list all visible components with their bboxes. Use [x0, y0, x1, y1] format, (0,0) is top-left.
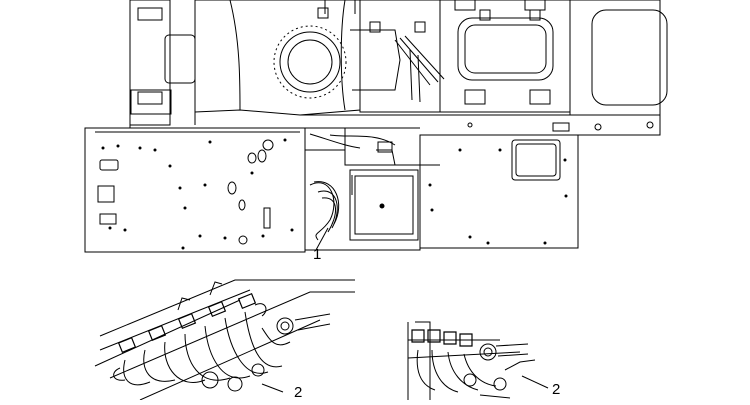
leader-line-2-right	[522, 376, 548, 388]
side-plate	[85, 128, 305, 252]
rear-panel	[420, 135, 578, 248]
chassis-frame	[130, 0, 667, 135]
control-box	[305, 128, 420, 250]
detail-view-left	[95, 280, 355, 400]
leader-line-2-left	[262, 384, 283, 392]
callout-1: 1	[313, 246, 322, 263]
leader-line-1	[316, 228, 328, 250]
callout-2-left: 2	[294, 384, 303, 401]
detail-view-right	[408, 322, 535, 400]
callout-2-right: 2	[552, 381, 561, 398]
